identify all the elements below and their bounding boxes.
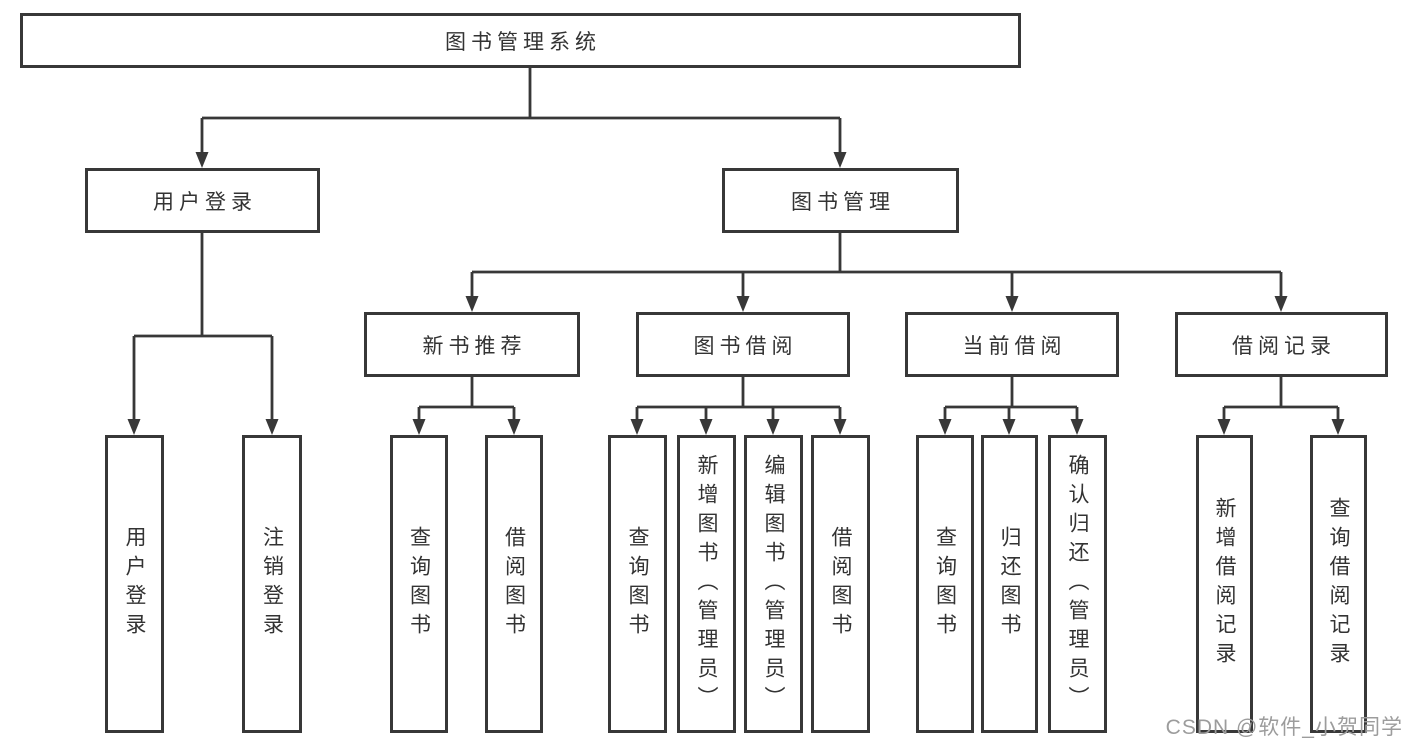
leaf-query-borrow-record: 查询借阅记录 xyxy=(1310,435,1367,733)
arrow-down-icon xyxy=(630,419,644,435)
arrow-down-icon xyxy=(195,152,209,168)
connector-book-borrowing-split xyxy=(635,377,842,420)
csdn-watermark: CSDN @软件_小贺同学 xyxy=(1165,716,1403,739)
connector-borrowing-records-split xyxy=(1222,377,1340,420)
leaf-borrow-books-recommend: 借阅图书 xyxy=(485,435,543,733)
leaf-logout: 注销登录 xyxy=(242,435,302,733)
arrow-down-icon xyxy=(1002,419,1016,435)
arrow-down-icon xyxy=(736,296,750,312)
node-borrowing-records: 借阅记录 xyxy=(1175,312,1388,377)
leaf-add-book-admin: 新增图书（管理员） xyxy=(677,435,736,733)
node-current-borrowing: 当前借阅 xyxy=(905,312,1119,377)
arrow-down-icon xyxy=(699,419,713,435)
arrow-down-icon xyxy=(938,419,952,435)
leaf-query-books-recommend: 查询图书 xyxy=(390,435,448,733)
arrow-down-icon xyxy=(465,296,479,312)
arrow-down-icon xyxy=(1005,296,1019,312)
leaf-edit-book-admin: 编辑图书（管理员） xyxy=(744,435,803,733)
arrowheads xyxy=(127,152,1345,435)
connector-user-login-split xyxy=(132,233,274,420)
leaf-return-books: 归还图书 xyxy=(981,435,1038,733)
leaf-query-books-borrowing: 查询图书 xyxy=(608,435,667,733)
arrow-down-icon xyxy=(412,419,426,435)
connector-current-borrowing-split xyxy=(943,377,1079,420)
node-book-borrowing: 图书借阅 xyxy=(636,312,850,377)
arrow-down-icon xyxy=(833,419,847,435)
arrow-down-icon xyxy=(265,419,279,435)
node-new-book-recommend: 新书推荐 xyxy=(364,312,580,377)
arrow-down-icon xyxy=(1070,419,1084,435)
node-user-login: 用户登录 xyxy=(85,168,320,233)
leaf-add-borrow-record: 新增借阅记录 xyxy=(1196,435,1253,733)
arrow-down-icon xyxy=(1274,296,1288,312)
arrow-down-icon xyxy=(766,419,780,435)
node-root-system: 图书管理系统 xyxy=(20,13,1021,68)
connector-root-split xyxy=(200,68,842,153)
arrow-down-icon xyxy=(507,419,521,435)
arrow-down-icon xyxy=(833,152,847,168)
leaf-confirm-return-admin: 确认归还（管理员） xyxy=(1048,435,1107,733)
leaf-borrow-books-borrowing: 借阅图书 xyxy=(811,435,870,733)
arrow-down-icon xyxy=(1331,419,1345,435)
arrow-down-icon xyxy=(127,419,141,435)
leaf-query-books-current: 查询图书 xyxy=(916,435,974,733)
connector-new-book-recommend-split xyxy=(417,377,516,420)
leaf-user-login: 用户登录 xyxy=(105,435,164,733)
arrow-down-icon xyxy=(1217,419,1231,435)
connector-book-management-split xyxy=(470,233,1283,297)
node-book-management: 图书管理 xyxy=(722,168,959,233)
